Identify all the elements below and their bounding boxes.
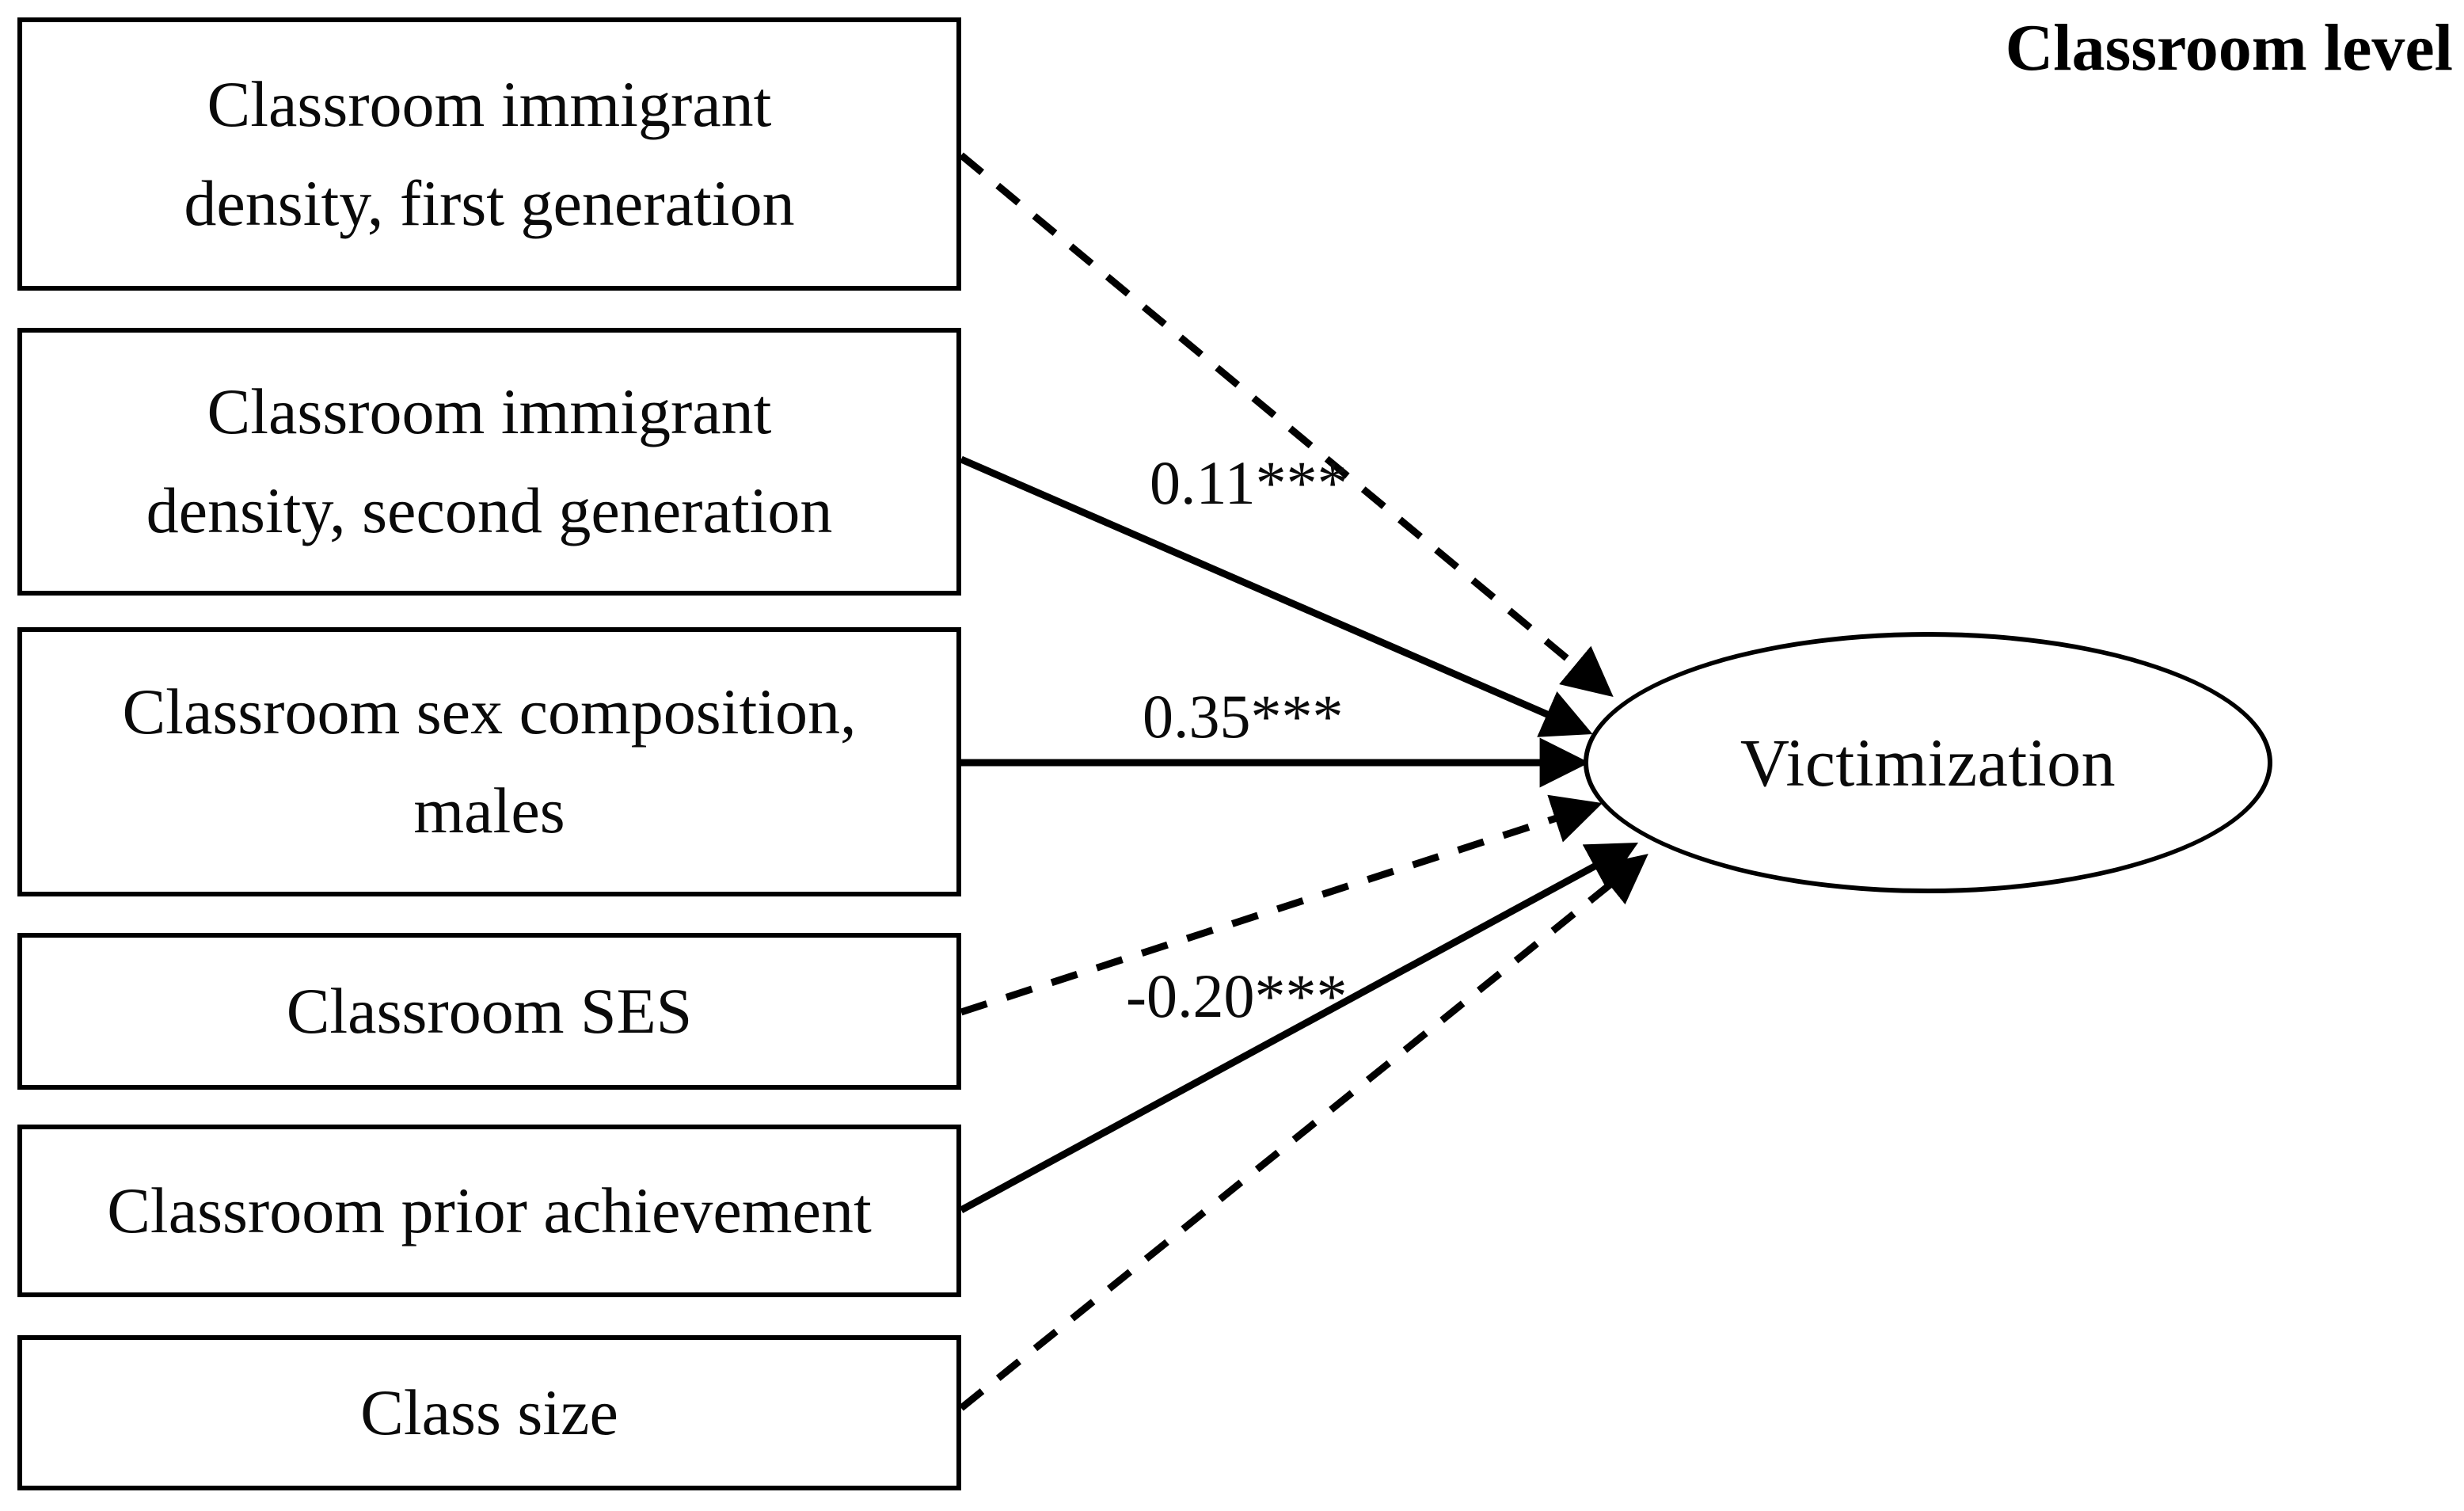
predictor-label: Classroom immigrant density, second gene… bbox=[146, 375, 833, 546]
path-coefficient-immigrant-second-generation: 0.11*** bbox=[1150, 448, 1348, 517]
predictor-box-immigrant-density-second-generation[interactable]: Classroom immigrant density, second gene… bbox=[17, 328, 961, 596]
path-coefficient-classroom-ses: -0.20*** bbox=[1126, 961, 1348, 1030]
arrow-classroom-ses bbox=[960, 794, 1603, 1016]
predictor-box-classroom-prior-achievement[interactable]: Classroom prior achievement bbox=[17, 1125, 961, 1297]
page-title: Classroom level bbox=[2005, 11, 2453, 85]
predictor-label: Classroom prior achievement bbox=[107, 1174, 872, 1246]
predictor-label: Class size bbox=[360, 1376, 618, 1448]
predictor-box-class-size[interactable]: Class size bbox=[17, 1335, 961, 1490]
predictor-label: Classroom immigrant density, first gener… bbox=[184, 67, 795, 239]
predictor-label: Classroom SES bbox=[286, 974, 693, 1047]
outcome-label: Victimization bbox=[1740, 725, 2116, 801]
arrow-immigrant-first-generation bbox=[959, 152, 1614, 698]
predictor-box-immigrant-density-first-generation[interactable]: Classroom immigrant density, first gener… bbox=[17, 17, 961, 291]
arrow-class-size bbox=[959, 854, 1648, 1411]
path-coefficient-sex-composition-males: 0.35*** bbox=[1143, 682, 1344, 751]
predictor-box-sex-composition-males[interactable]: Classroom sex composition, males bbox=[17, 627, 961, 896]
predictor-box-classroom-ses[interactable]: Classroom SES bbox=[17, 933, 961, 1090]
arrow-classroom-prior-achievement bbox=[959, 842, 1639, 1213]
arrow-immigrant-second-generation bbox=[960, 455, 1593, 737]
predictor-label: Classroom sex composition, males bbox=[122, 676, 857, 847]
outcome-node-victimization[interactable]: Victimization bbox=[1584, 632, 2272, 893]
